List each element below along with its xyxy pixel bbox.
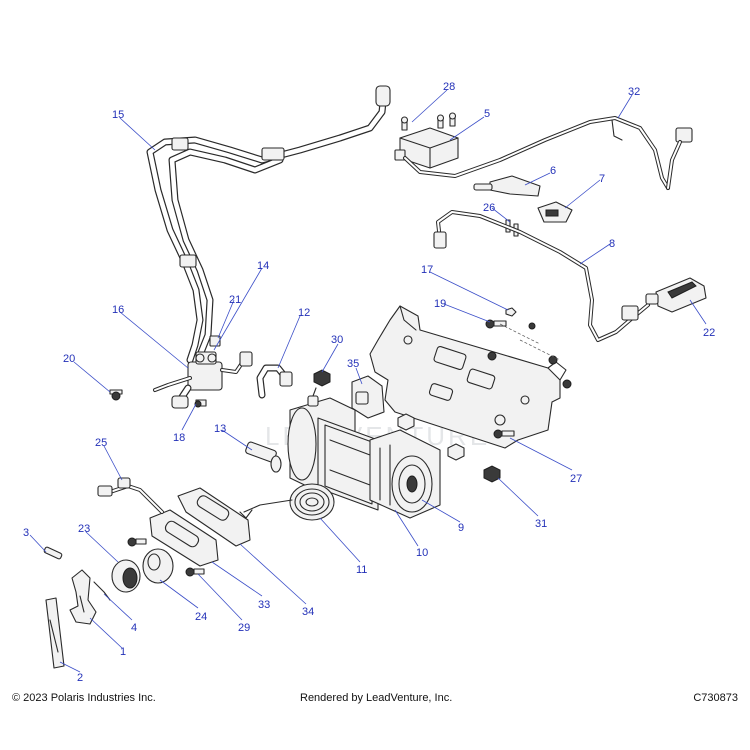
callout-32[interactable]: 32 — [628, 86, 640, 98]
strap-2[interactable] — [45, 597, 65, 669]
battery-cable-harness[interactable] — [146, 85, 391, 364]
bolt-18[interactable] — [194, 399, 207, 408]
callout-24[interactable]: 24 — [195, 611, 207, 623]
bolt-19[interactable] — [485, 319, 507, 329]
callout-8[interactable]: 8 — [609, 238, 615, 250]
callout-21[interactable]: 21 — [229, 294, 241, 306]
callouts: 1 2 3 4 5 6 7 8 9 10 11 12 13 14 15 16 1… — [23, 81, 715, 684]
nut-31[interactable] — [483, 465, 501, 483]
callout-14[interactable]: 14 — [257, 260, 269, 272]
wire-rope-11[interactable] — [239, 483, 335, 521]
callout-28[interactable]: 28 — [443, 81, 455, 93]
clamp-35[interactable] — [351, 375, 385, 419]
callout-2[interactable]: 2 — [77, 672, 83, 684]
control-module[interactable] — [394, 127, 459, 169]
connector-22[interactable] — [645, 277, 707, 313]
callout-30[interactable]: 30 — [331, 334, 343, 346]
callout-9[interactable]: 9 — [458, 522, 464, 534]
callout-25[interactable]: 25 — [95, 437, 107, 449]
footer-rendered-by: Rendered by LeadVenture, Inc. — [300, 692, 453, 704]
connector-7[interactable] — [537, 201, 573, 223]
roller-13[interactable] — [245, 441, 282, 473]
cable-boot-12[interactable] — [256, 364, 293, 399]
callout-26[interactable]: 26 — [483, 202, 495, 214]
callout-5[interactable]: 5 — [484, 108, 490, 120]
pin-3[interactable] — [43, 546, 63, 560]
callout-22[interactable]: 22 — [703, 327, 715, 339]
plug-25[interactable] — [97, 477, 164, 514]
bolt-29[interactable] — [185, 567, 205, 577]
fairlead-plate-33[interactable] — [149, 509, 219, 567]
fairlead-34[interactable] — [177, 487, 251, 547]
callout-3[interactable]: 3 — [23, 527, 29, 539]
leader-lines — [29, 89, 707, 673]
footer-copyright: © 2023 Polaris Industries Inc. — [12, 692, 156, 704]
callout-27[interactable]: 27 — [570, 473, 582, 485]
callout-35[interactable]: 35 — [347, 358, 359, 370]
bumper-23[interactable] — [111, 559, 141, 593]
callout-11[interactable]: 11 — [356, 564, 367, 576]
callout-12[interactable]: 12 — [298, 307, 310, 319]
callout-23[interactable]: 23 — [78, 523, 90, 535]
nut-30[interactable] — [313, 369, 331, 387]
footer-diagram-code: C730873 — [693, 692, 738, 704]
bolt-20[interactable] — [109, 389, 123, 401]
callout-31[interactable]: 31 — [535, 518, 547, 530]
stopper-24[interactable] — [142, 548, 174, 584]
assembly-guide-lines — [499, 323, 561, 361]
callout-6[interactable]: 6 — [550, 165, 556, 177]
callout-18[interactable]: 18 — [173, 432, 185, 444]
plate-bolts[interactable] — [487, 322, 572, 389]
callout-33[interactable]: 33 — [258, 599, 270, 611]
nut-17[interactable] — [505, 307, 517, 317]
plate-nuts[interactable] — [397, 413, 465, 461]
fairlead-bolts[interactable] — [127, 537, 147, 547]
callout-15[interactable]: 15 — [112, 109, 124, 121]
hook-1[interactable] — [69, 569, 97, 625]
callout-1[interactable]: 1 — [120, 646, 126, 658]
callout-10[interactable]: 10 — [416, 547, 428, 559]
callout-4[interactable]: 4 — [131, 622, 137, 634]
callout-16[interactable]: 16 — [112, 304, 124, 316]
bolt-27[interactable] — [493, 429, 515, 439]
callout-20[interactable]: 20 — [63, 353, 75, 365]
winch-assembly[interactable] — [287, 387, 441, 519]
wiring-harness-8[interactable] — [433, 210, 650, 342]
callout-13[interactable]: 13 — [214, 423, 226, 435]
wiring-harness-32[interactable] — [403, 116, 693, 190]
callout-7[interactable]: 7 — [599, 173, 605, 185]
contactor-assembly[interactable] — [153, 335, 253, 409]
callout-29[interactable]: 29 — [238, 622, 250, 634]
callout-17[interactable]: 17 — [421, 264, 433, 276]
callout-19[interactable]: 19 — [434, 298, 446, 310]
mounting-plate[interactable] — [369, 305, 567, 449]
connector-6[interactable] — [473, 175, 541, 197]
callout-34[interactable]: 34 — [302, 606, 314, 618]
screws-28[interactable] — [400, 112, 457, 131]
